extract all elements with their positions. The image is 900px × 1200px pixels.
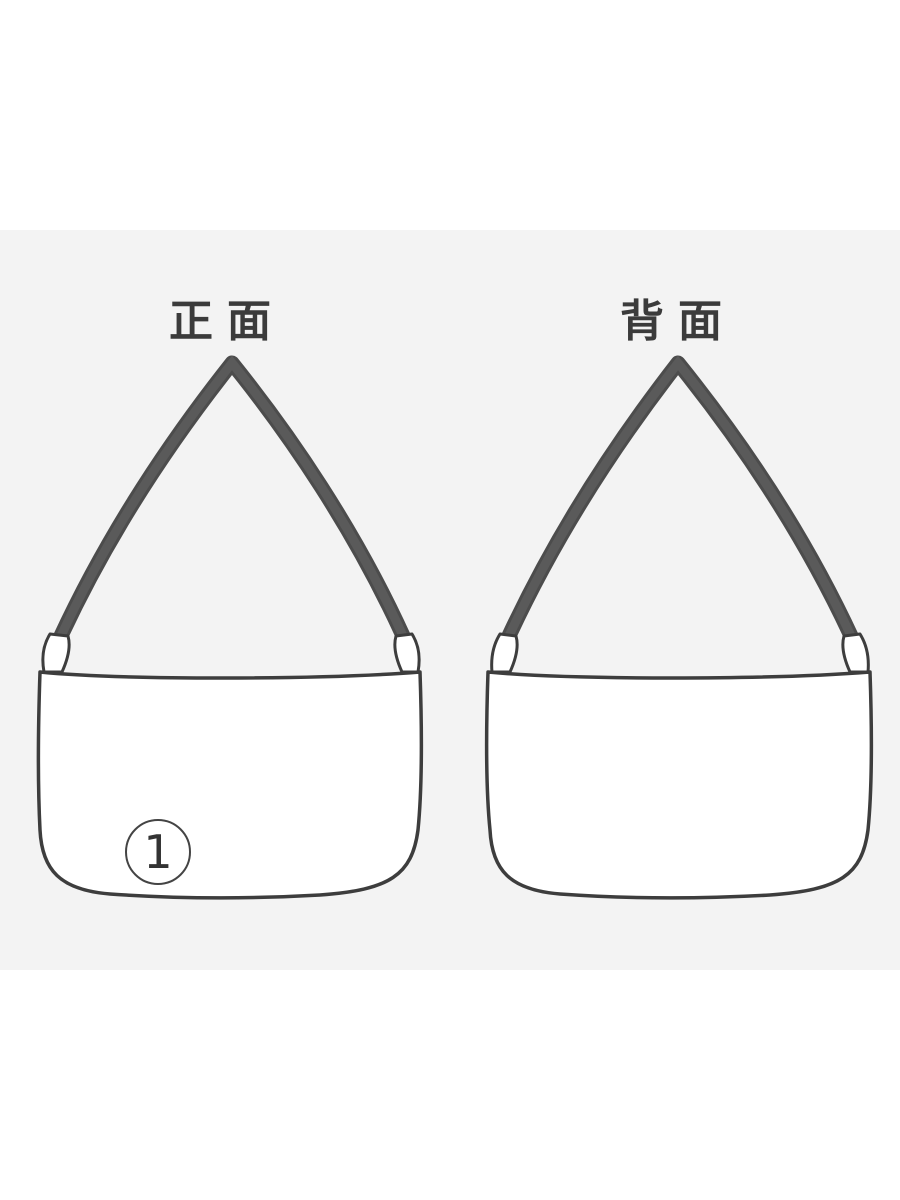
front-shoulder-strap xyxy=(52,355,412,646)
front-view: 正面 1 xyxy=(0,230,450,970)
front-bag-body xyxy=(36,670,424,900)
front-bag-illustration xyxy=(36,355,424,900)
front-view-title: 正面 xyxy=(169,296,285,347)
front-left-strap-connector xyxy=(41,632,71,674)
callout-number-marker: 1 xyxy=(125,819,191,885)
back-left-strap-connector xyxy=(490,632,519,674)
back-bag-illustration xyxy=(484,355,874,900)
front-right-strap-connector xyxy=(393,632,421,674)
back-right-strap-connector xyxy=(841,632,870,674)
back-shoulder-strap xyxy=(500,355,860,646)
back-bag-body xyxy=(484,670,874,900)
back-view: 背面 xyxy=(450,230,900,970)
diagram-panel: 正面 1 背面 xyxy=(0,230,900,970)
back-view-title: 背面 xyxy=(620,296,736,347)
